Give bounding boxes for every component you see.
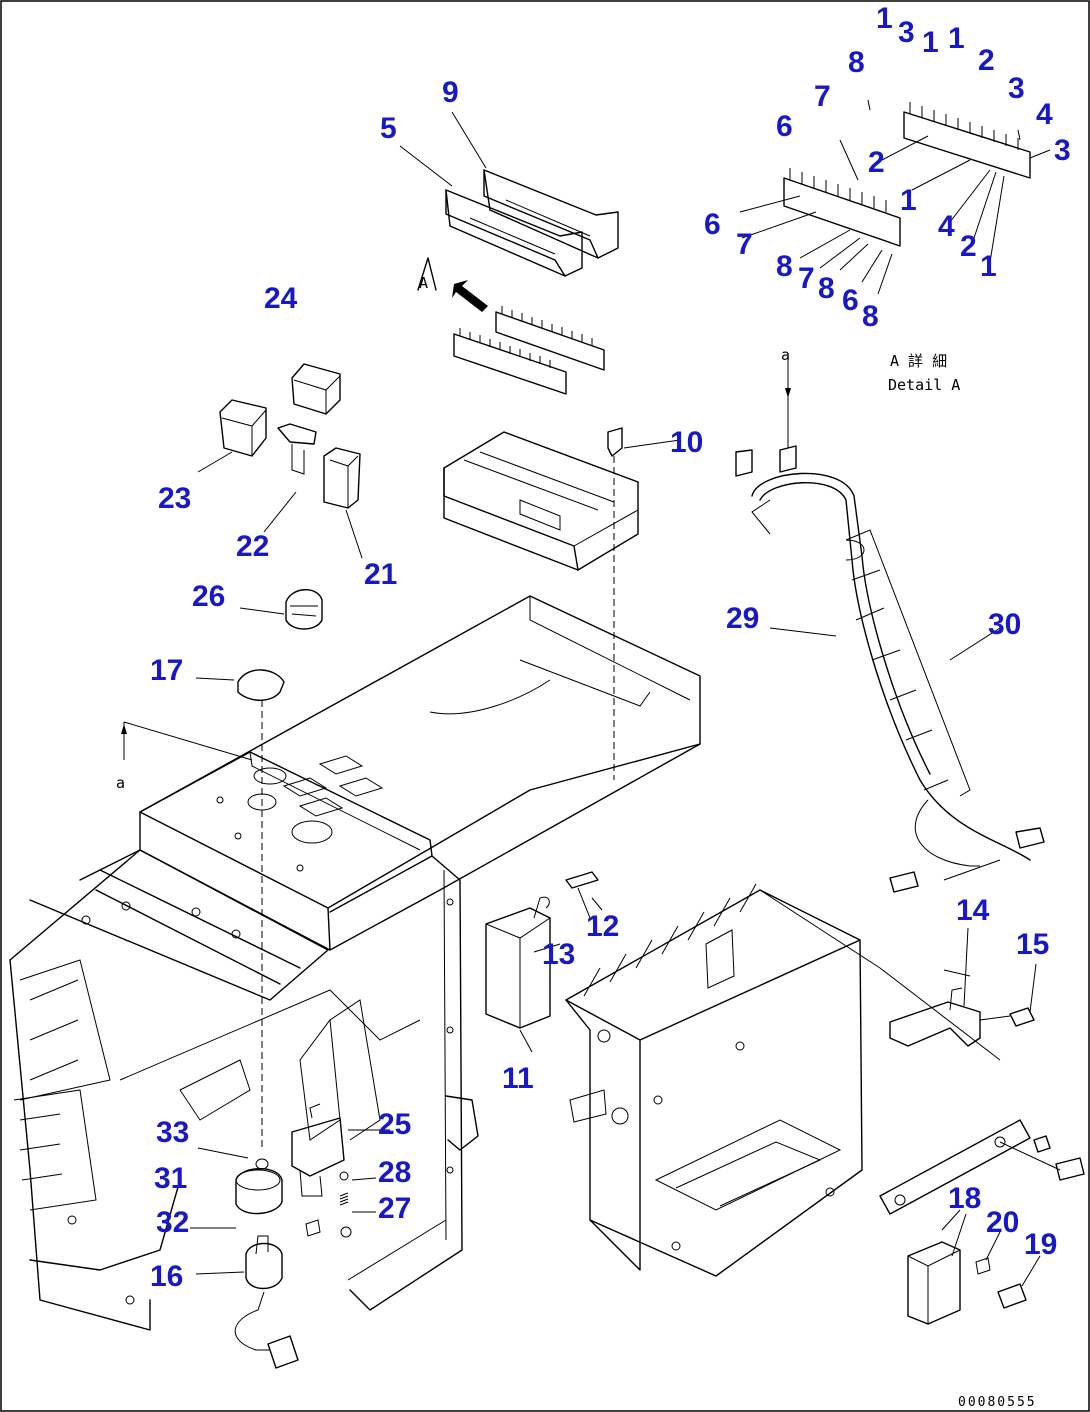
view-a-marker: [121, 721, 253, 761]
leader-lines: [399, 111, 1041, 1287]
callout-11: 11: [502, 1062, 534, 1095]
callout-19: 19: [1024, 1228, 1057, 1261]
controller-box: [565, 883, 1001, 1277]
callout-3: 3: [1054, 134, 1071, 167]
callout-23: 23: [158, 482, 191, 515]
relay-14: [889, 969, 1035, 1047]
callout-4: 4: [938, 210, 955, 243]
callout-29: 29: [726, 602, 759, 635]
callout-7: 7: [814, 80, 831, 113]
bracket-18: [879, 1119, 1085, 1325]
callout-1: 1: [980, 250, 997, 283]
callout-4: 4: [1036, 98, 1053, 131]
callout-1: 1: [922, 26, 939, 59]
detail-note-line2: Detail A: [888, 376, 960, 394]
callout-26: 26: [192, 580, 225, 613]
view-a-arrow: [417, 257, 488, 312]
callout-2: 2: [960, 230, 977, 263]
callout-3: 3: [898, 16, 915, 49]
fuse-box-base: [443, 427, 681, 780]
callout-14: 14: [956, 894, 990, 927]
callout-18: 18: [948, 1182, 981, 1215]
callout-8: 8: [818, 272, 835, 305]
console-frame: [9, 595, 701, 1331]
callout-30: 30: [988, 608, 1021, 641]
callout-1: 1: [900, 184, 917, 217]
callout-15: 15: [1016, 928, 1049, 961]
callout-labels: 1 3 1 1 8 2 7 3 4 6 3 2 1 6 4 7 2 8 1 7 …: [150, 2, 1071, 1293]
wiring-harness: [751, 472, 1045, 893]
detail-note-line1: A 詳 細: [890, 352, 947, 370]
callout-25: 25: [378, 1108, 411, 1141]
callout-2: 2: [868, 146, 885, 179]
callout-5: 5: [380, 112, 397, 145]
callout-3: 3: [1008, 72, 1025, 105]
view-marker-a: a: [116, 774, 125, 792]
callout-7: 7: [736, 228, 753, 261]
callout-21: 21: [364, 558, 397, 591]
callout-32: 32: [156, 1206, 189, 1239]
callout-17: 17: [150, 654, 183, 687]
callout-6: 6: [776, 110, 793, 143]
callout-24: 24: [264, 282, 298, 315]
detail-a-fuses: [739, 99, 1051, 295]
callout-8: 8: [776, 250, 793, 283]
callout-12: 12: [586, 910, 619, 943]
callout-8: 8: [862, 300, 879, 333]
drawing-number: 00080555: [958, 1395, 1037, 1410]
callout-8: 8: [848, 46, 865, 79]
callout-6: 6: [842, 284, 859, 317]
fuse-strips: [453, 306, 605, 395]
callout-31: 31: [154, 1162, 187, 1195]
callout-1: 1: [876, 2, 893, 35]
switches: [197, 363, 363, 630]
callout-16: 16: [150, 1260, 183, 1293]
callout-7: 7: [798, 262, 815, 295]
callout-20: 20: [986, 1206, 1019, 1239]
callout-33: 33: [156, 1116, 189, 1149]
callout-1: 1: [948, 22, 965, 55]
callout-2: 2: [978, 44, 995, 77]
callout-6: 6: [704, 208, 721, 241]
callout-9: 9: [442, 76, 459, 109]
callout-22: 22: [236, 530, 269, 563]
knob-17: [237, 669, 285, 701]
sensor-lead: [735, 360, 797, 477]
bracket-11: [485, 871, 603, 1029]
view-marker-A: A: [419, 274, 428, 292]
callout-10: 10: [670, 426, 703, 459]
callout-13: 13: [542, 938, 575, 971]
callout-28: 28: [378, 1156, 411, 1189]
view-marker-a-detail: a: [781, 346, 790, 364]
sensor-assembly: [190, 1103, 390, 1369]
fuse-box-covers: [445, 169, 619, 277]
callout-27: 27: [378, 1192, 411, 1225]
